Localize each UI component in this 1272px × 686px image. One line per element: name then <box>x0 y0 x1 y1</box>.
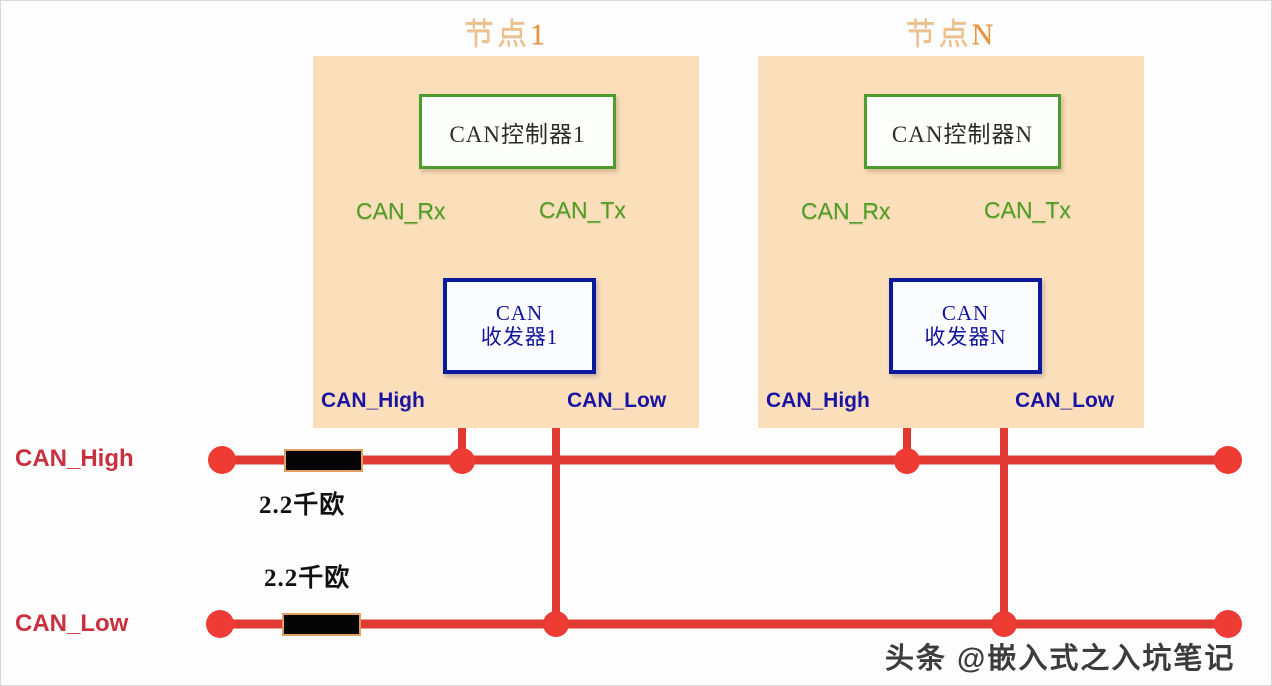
node-n-can-rx-label: CAN_Rx <box>801 198 891 224</box>
nodeN-can-high-junction-dot <box>894 448 920 474</box>
node-n-can-controller-label: CAN控制器N <box>891 121 1034 147</box>
node-n-can-transceiver-box: CAN 收发器N <box>889 278 1042 374</box>
node-1-can-low-pin-label: CAN_Low <box>567 389 667 412</box>
node1-can-high-junction-dot <box>449 448 475 474</box>
node-n-title-index: N <box>971 18 997 51</box>
node-1-can-transceiver-label-line2: 收发器1 <box>480 325 559 350</box>
watermark: 头条 @嵌入式之入坑笔记 <box>885 643 1236 675</box>
can-high-termination-resistor-value: 2.2千欧 <box>259 492 346 519</box>
can-high-termination-resistor <box>284 449 363 472</box>
can-low-termination-resistor-value: 2.2千欧 <box>264 565 351 592</box>
node-n-can-high-pin-label: CAN_High <box>766 389 870 412</box>
node-1-can-transceiver-label-line1: CAN <box>495 301 544 326</box>
node-n-can-low-pin-label: CAN_Low <box>1015 389 1115 412</box>
can-low-bus-label: CAN_Low <box>15 610 129 637</box>
can-high-bus-label: CAN_High <box>15 445 134 472</box>
node-n-title: 节点N <box>758 9 1144 53</box>
node-n-can-controller-box: CAN控制器N <box>864 94 1061 169</box>
node-1-can-transceiver-box: CAN 收发器1 <box>443 278 596 374</box>
node-1-title: 节点1 <box>313 9 699 53</box>
node-1-can-controller-label: CAN控制器1 <box>449 121 586 147</box>
node-1-can-tx-label: CAN_Tx <box>539 197 626 223</box>
can-low-termination-resistor <box>282 613 361 636</box>
node-1-can-high-pin-label: CAN_High <box>321 389 425 412</box>
node-1-title-index: 1 <box>530 18 548 51</box>
can-low-left-terminal-dot <box>206 610 234 638</box>
node-n-title-main: 节点 <box>905 18 972 51</box>
can-high-right-terminal-dot <box>1214 446 1242 474</box>
node-1-title-main: 节点 <box>464 18 530 51</box>
can-low-right-terminal-dot <box>1214 610 1242 638</box>
node1-can-low-junction-dot <box>543 611 569 637</box>
can-high-left-terminal-dot <box>208 446 236 474</box>
node-n-can-transceiver-label-line2: 收发器N <box>924 325 1007 350</box>
node-n-can-transceiver-label-line1: CAN <box>941 301 990 326</box>
nodeN-can-low-junction-dot <box>991 611 1017 637</box>
node-1-can-controller-box: CAN控制器1 <box>419 94 616 169</box>
node-1-can-rx-label: CAN_Rx <box>356 198 446 224</box>
node-n-can-tx-label: CAN_Tx <box>984 197 1071 223</box>
